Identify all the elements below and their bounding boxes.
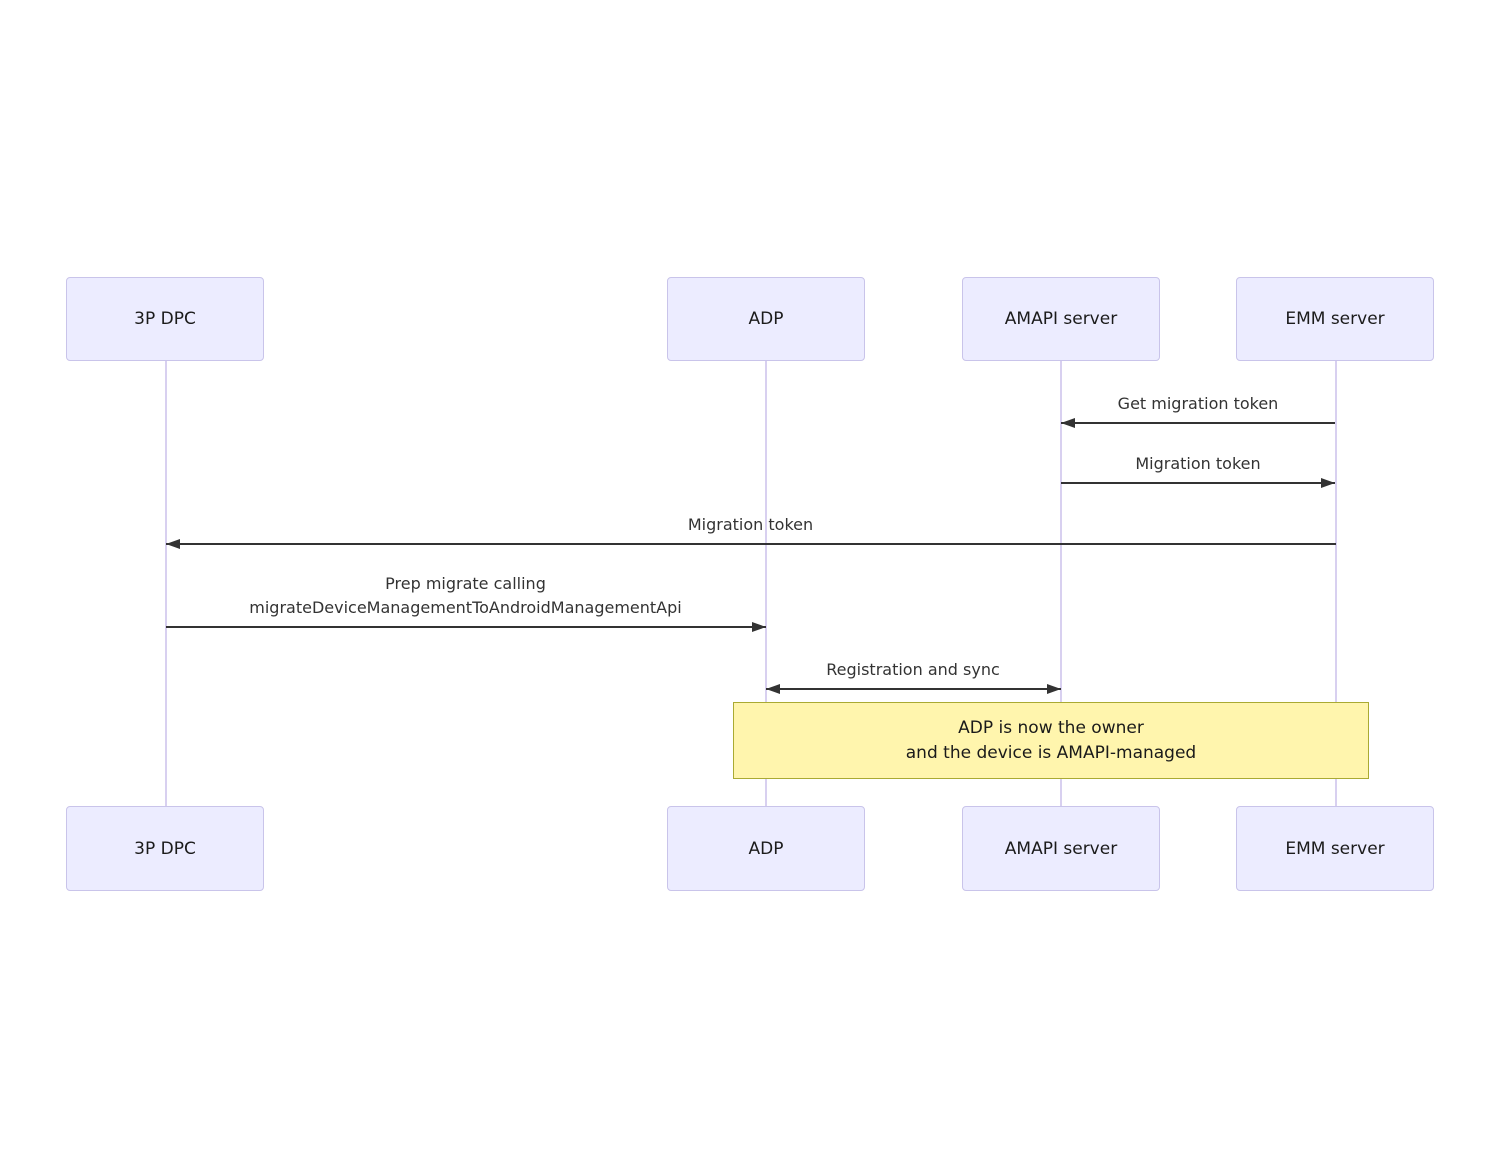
- message-label: Registration and sync: [826, 660, 1000, 679]
- actor-adp-bottom: ADP: [667, 806, 865, 891]
- actor-label: AMAPI server: [1004, 838, 1118, 859]
- actor-label: EMM server: [1285, 838, 1385, 859]
- actor-amapi-server-top: AMAPI server: [962, 277, 1160, 361]
- message-arrow-left-icon: [165, 539, 1336, 549]
- lifeline-amapi-server: [1060, 361, 1062, 806]
- note-line-1: ADP is now the owner: [958, 717, 1144, 738]
- message-label-line-2: migrateDeviceManagementToAndroidManageme…: [249, 598, 682, 617]
- message-arrow-right-icon: [165, 622, 766, 632]
- actor-3p-dpc-top: 3P DPC: [66, 277, 264, 361]
- actor-label: AMAPI server: [1004, 309, 1118, 329]
- note-adp-owner: ADP is now the owner and the device is A…: [733, 702, 1369, 779]
- actor-3p-dpc-bottom: 3P DPC: [66, 806, 264, 891]
- actor-label: ADP: [748, 309, 784, 329]
- actor-emm-server-top: EMM server: [1236, 277, 1434, 361]
- message-label: Get migration token: [1117, 394, 1279, 413]
- message-arrow-right-icon: [1061, 478, 1335, 488]
- message-get-migration-token: Get migration token: [1061, 392, 1335, 428]
- actor-emm-server-bottom: EMM server: [1236, 806, 1434, 891]
- lifeline-3p-dpc: [164, 361, 167, 806]
- message-label: Migration token: [1135, 454, 1261, 473]
- actor-adp-top: ADP: [667, 277, 865, 361]
- actor-label: 3P DPC: [134, 838, 196, 859]
- note-line-2: and the device is AMAPI-managed: [905, 742, 1197, 763]
- lifeline-adp: [765, 361, 767, 806]
- message-prep-migrate: Prep migrate calling migrateDeviceManage…: [165, 572, 766, 632]
- lifeline-emm-server: [1334, 361, 1337, 806]
- actor-label: EMM server: [1285, 309, 1385, 329]
- message-label-line-1: Prep migrate calling: [385, 574, 546, 593]
- actor-label: 3P DPC: [134, 309, 196, 329]
- message-migration-token-to-3p-dpc: Migration token: [165, 513, 1336, 549]
- message-migration-token-to-emm: Migration token: [1061, 452, 1335, 488]
- message-arrow-left-icon: [1061, 418, 1335, 428]
- message-registration-and-sync: Registration and sync: [765, 658, 1061, 694]
- actor-amapi-server-bottom: AMAPI server: [962, 806, 1160, 891]
- message-label: Migration token: [687, 515, 814, 534]
- message-arrow-both-icon: [765, 684, 1061, 694]
- actor-label: ADP: [748, 838, 784, 859]
